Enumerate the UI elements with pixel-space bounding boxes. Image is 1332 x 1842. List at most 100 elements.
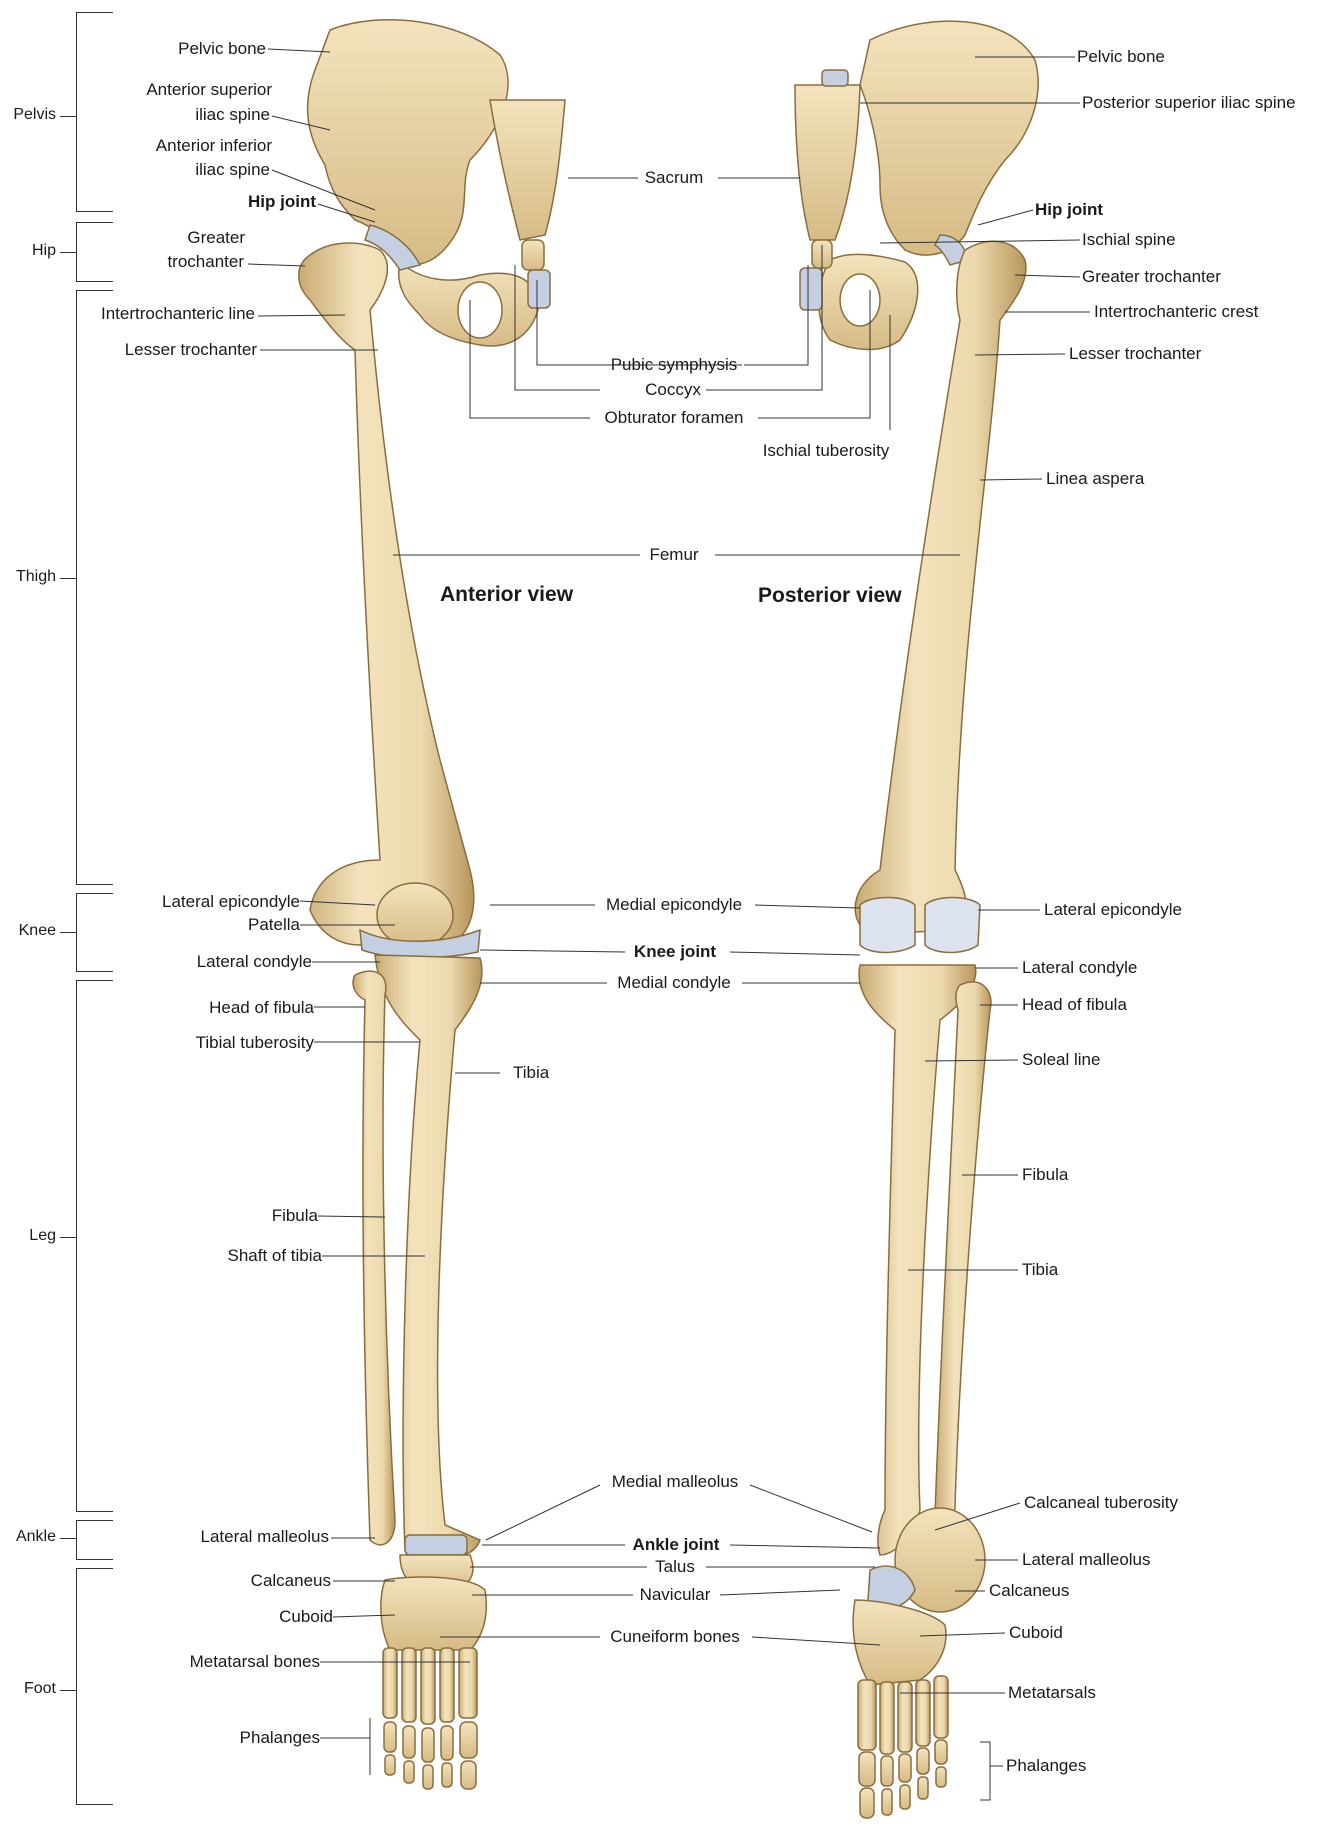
foot-tick — [60, 1690, 76, 1691]
anterior-coccyx — [522, 240, 544, 270]
leg-tick — [60, 1237, 76, 1238]
label-knee-joint: Knee joint — [634, 942, 716, 962]
posterior-sacrum-top — [822, 70, 848, 86]
posterior-sacrum — [795, 85, 860, 240]
label-ant-cuboid: Cuboid — [279, 1607, 333, 1627]
thigh-bracket — [76, 290, 77, 885]
label-sacrum: Sacrum — [645, 168, 704, 188]
region-pelvis: Pelvis — [0, 106, 56, 124]
anterior-metatarsals — [383, 1648, 477, 1724]
label-post-head-of-fibula: Head of fibula — [1022, 995, 1127, 1015]
anterior-fibula — [353, 971, 395, 1545]
label-post-lateral-epicondyle: Lateral epicondyle — [1044, 900, 1182, 920]
region-foot: Foot — [0, 1680, 56, 1698]
label-post-cuboid: Cuboid — [1009, 1623, 1063, 1643]
label-medial-epicondyle: Medial epicondyle — [606, 895, 742, 915]
label-ankle-joint: Ankle joint — [633, 1535, 720, 1555]
posterior-pelvic-bone — [860, 21, 1038, 255]
anterior-pubic-symphysis — [528, 270, 550, 308]
label-ant-shaft-of-tibia: Shaft of tibia — [227, 1246, 322, 1266]
label-post-greater-trochanter: Greater trochanter — [1082, 267, 1221, 287]
leg-bracket — [76, 980, 77, 1512]
posterior-pubic-symphysis — [800, 268, 822, 310]
label-post-ischial-spine: Ischial spine — [1082, 230, 1176, 250]
pelvis-bracket — [76, 12, 77, 212]
label-ant-metatarsal-bones: Metatarsal bones — [190, 1652, 320, 1672]
label-medial-malleolus: Medial malleolus — [612, 1472, 739, 1492]
knee-tick — [60, 932, 76, 933]
posterior-obturator — [840, 274, 880, 326]
label-ant-fibula: Fibula — [272, 1206, 318, 1226]
knee-bracket — [76, 893, 77, 972]
label-post-lateral-malleolus: Lateral malleolus — [1022, 1550, 1151, 1570]
label-cuneiform-bones: Cuneiform bones — [610, 1627, 739, 1647]
label-ischial-tuberosity: Ischial tuberosity — [763, 441, 890, 461]
label-ant-pelvic-bone: Pelvic bone — [178, 39, 266, 59]
pelvis-tick — [60, 116, 76, 117]
label-post-sup-iliac: Posterior superior iliac spine — [1082, 93, 1296, 113]
label-pubic-symphysis: Pubic symphysis — [611, 355, 738, 375]
thigh-tick — [60, 578, 76, 579]
label-post-pelvic-bone: Pelvic bone — [1077, 47, 1165, 67]
posterior-knee-condyle-lateral — [860, 898, 915, 953]
anterior-view-title: Anterior view — [440, 585, 573, 605]
posterior-knee-condyle-medial — [925, 898, 980, 953]
anterior-tarsals — [381, 1577, 486, 1650]
anterior-ankle-cartilage — [405, 1535, 467, 1555]
anterior-phalanges — [384, 1722, 477, 1789]
label-ant-hip-joint: Hip joint — [248, 192, 316, 212]
anterior-patella — [377, 883, 453, 947]
label-post-tibia: Tibia — [1022, 1260, 1058, 1280]
label-ant-phalanges: Phalanges — [240, 1728, 320, 1748]
region-hip: Hip — [0, 242, 56, 260]
posterior-fibula — [935, 982, 991, 1525]
ankle-bracket — [76, 1520, 77, 1560]
posterior-tarsals — [853, 1600, 946, 1685]
label-post-intertrochanteric-crest: Intertrochanteric crest — [1094, 302, 1258, 322]
label-ant-intertrochanteric-line: Intertrochanteric line — [101, 304, 255, 324]
anterior-sacrum — [490, 100, 565, 240]
label-ant-lateral-condyle: Lateral condyle — [197, 952, 312, 972]
anterior-pelvic-bone — [308, 20, 508, 265]
anterior-skeleton — [299, 20, 565, 1789]
label-post-phalanges: Phalanges — [1006, 1756, 1086, 1776]
label-obturator-foramen: Obturator foramen — [605, 408, 744, 428]
region-knee: Knee — [0, 922, 56, 940]
label-post-lesser-trochanter: Lesser trochanter — [1069, 344, 1201, 364]
region-leg: Leg — [0, 1227, 56, 1245]
label-ant-greater-troch-2: trochanter — [167, 252, 244, 272]
label-post-calcaneal-tuberosity: Calcaneal tuberosity — [1024, 1493, 1178, 1513]
label-post-fibula: Fibula — [1022, 1165, 1068, 1185]
label-post-lateral-condyle: Lateral condyle — [1022, 958, 1137, 978]
label-post-soleal-line: Soleal line — [1022, 1050, 1100, 1070]
anterior-obturator — [458, 282, 502, 338]
label-post-metatarsals: Metatarsals — [1008, 1683, 1096, 1703]
hip-bracket — [76, 222, 77, 282]
label-ant-inf-iliac-2: iliac spine — [195, 160, 270, 180]
label-ant-sup-iliac-2: iliac spine — [195, 105, 270, 125]
label-ant-lateral-epicondyle: Lateral epicondyle — [162, 892, 300, 912]
label-ant-sup-iliac-1: Anterior superior — [146, 80, 272, 100]
posterior-metatarsals — [858, 1676, 948, 1754]
posterior-skeleton — [795, 21, 1038, 1818]
posterior-view-title: Posterior view — [758, 586, 902, 606]
label-medial-condyle: Medial condyle — [617, 973, 730, 993]
region-thigh: Thigh — [0, 568, 56, 586]
label-coccyx: Coccyx — [645, 380, 701, 400]
label-post-hip-joint: Hip joint — [1035, 200, 1103, 220]
label-navicular: Navicular — [640, 1585, 711, 1605]
label-ant-head-of-fibula: Head of fibula — [209, 998, 314, 1018]
label-ant-tibia: Tibia — [513, 1063, 549, 1083]
label-ant-calcaneus: Calcaneus — [251, 1571, 331, 1591]
foot-bracket — [76, 1568, 77, 1805]
label-ant-inf-iliac-1: Anterior inferior — [156, 136, 272, 156]
label-ant-patella: Patella — [248, 915, 300, 935]
region-ankle: Ankle — [0, 1528, 56, 1546]
label-ant-tibial-tuberosity: Tibial tuberosity — [196, 1033, 314, 1053]
label-femur: Femur — [649, 545, 698, 565]
label-talus: Talus — [655, 1557, 695, 1577]
label-ant-lateral-malleolus: Lateral malleolus — [200, 1527, 329, 1547]
label-ant-greater-troch-1: Greater — [187, 228, 245, 248]
label-post-calcaneus: Calcaneus — [989, 1581, 1069, 1601]
